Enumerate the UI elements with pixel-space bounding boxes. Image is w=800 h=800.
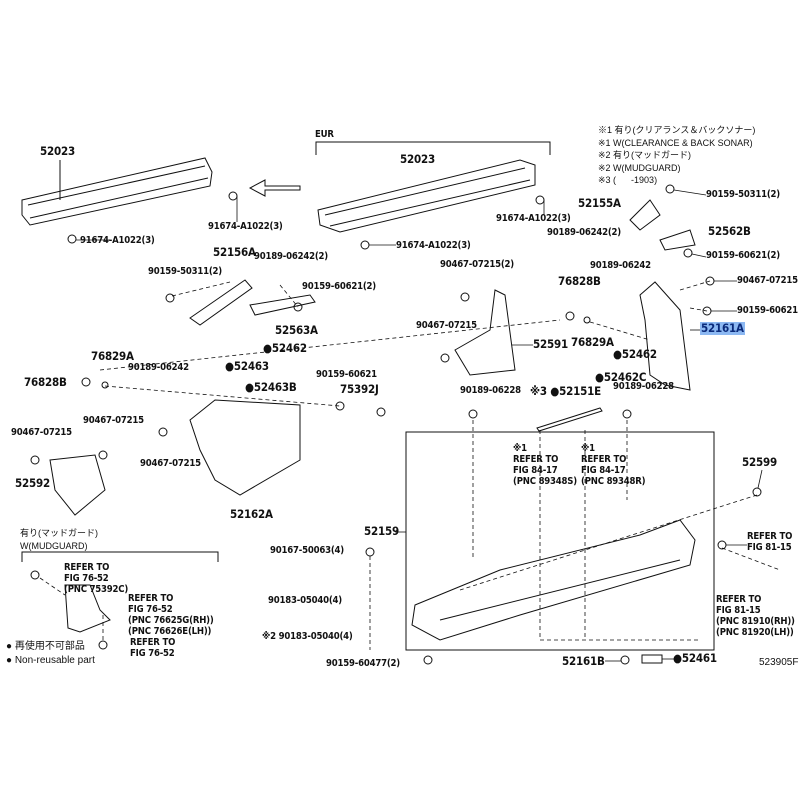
part-label: 90189-06228 xyxy=(613,381,674,392)
part-label: ●52462C xyxy=(595,370,647,384)
part-label-highlighted[interactable]: 52161A xyxy=(700,321,745,335)
part-label: 90189-06242(2) xyxy=(254,251,328,262)
refer-note: REFER TO FIG 81-15 (PNC 81910(RH)) (PNC … xyxy=(716,594,795,638)
part-label: 52156A xyxy=(213,245,256,259)
part-label: 76829A xyxy=(571,335,614,349)
reinforcement-left xyxy=(21,157,213,226)
part-label: 90467-07215 xyxy=(140,458,201,469)
part-label: 90167-50063(4) xyxy=(270,545,344,556)
part-label: 90159-60477(2) xyxy=(326,658,400,669)
part-label: 91674-A1022(3) xyxy=(396,240,471,251)
part-label: 90159-50311(2) xyxy=(706,189,780,200)
bumper-cover-52159 xyxy=(411,519,696,641)
refer-note: REFER TO FIG 76-52 (PNC 75392C) xyxy=(64,562,129,595)
part-label: 52599 xyxy=(742,455,777,469)
eur-bracket xyxy=(315,141,551,155)
refer-note: REFER TO FIG 76-52 (PNC 76625G(RH)) (PNC… xyxy=(128,593,214,637)
part-label: 52592 xyxy=(15,476,50,490)
figure-id: 523905F xyxy=(759,657,799,668)
part-label: 90159-50311(2) xyxy=(148,266,222,277)
part-52162a xyxy=(189,399,301,496)
part-label: ●52463B xyxy=(245,380,297,394)
mudguard xyxy=(64,584,111,633)
part-label: 76828B xyxy=(24,375,67,389)
part-label: 75392J xyxy=(340,382,379,396)
part-label: 52155A xyxy=(578,196,621,210)
part-label: 52159 xyxy=(364,524,399,538)
part-label: 91674-A1022(3) xyxy=(496,213,571,224)
part-label: 90467-07215 xyxy=(83,415,144,426)
bracket-52155a xyxy=(629,199,661,231)
arrow-icon xyxy=(248,179,301,197)
part-label: 52162A xyxy=(230,507,273,521)
part-label: ※2 90183-05040(4) xyxy=(262,631,353,642)
legend-jp-text: 再使用不可部品 xyxy=(14,641,85,652)
refer-note: REFER TO FIG 76-52 xyxy=(130,637,176,659)
legend-notes: ※1 有り(クリアランス＆バックソナー) ※1 W(CLEARANCE & BA… xyxy=(598,125,756,185)
part-label: ●52463 xyxy=(225,359,269,373)
part-52161a xyxy=(639,281,691,391)
part-label: 52562B xyxy=(708,224,751,238)
part-label: 52161B xyxy=(562,654,605,668)
part-label: 90183-05040(4) xyxy=(268,595,342,606)
part-label: 90159-60621(2) xyxy=(706,250,780,261)
part-label: 90467-07215(2) xyxy=(440,259,514,270)
part-52591 xyxy=(454,289,516,376)
legend-en: ● Non-reusable part xyxy=(6,655,95,666)
part-label: 90467-07215 xyxy=(11,427,72,438)
part-label: 91674-A1022(3) xyxy=(208,221,283,232)
legend-jp: ● 再使用不可部品 xyxy=(6,641,85,652)
part-label: 52563A xyxy=(275,323,318,337)
eur-label: EUR xyxy=(315,129,334,140)
bumper-box xyxy=(405,431,715,651)
refer-note: ※1 REFER TO FIG 84-17 (PNC 89348R) xyxy=(581,443,646,487)
part-label: 90189-06228 xyxy=(460,385,521,396)
part-label: 90189-06242 xyxy=(590,260,651,271)
part-label: ●52462 xyxy=(613,347,657,361)
part-label: 90159-60621 xyxy=(316,369,377,380)
part-label: 90189-06242(2) xyxy=(547,227,621,238)
part-label: 76829A xyxy=(91,349,134,363)
part-label: 90159-60621 xyxy=(737,305,798,316)
bracket-52562b xyxy=(659,229,696,251)
part-label: 52023 xyxy=(400,152,435,166)
refer-note: ※1 REFER TO FIG 84-17 (PNC 89348S) xyxy=(513,443,577,487)
part-label: 91674-A1022(3) xyxy=(80,235,155,246)
part-label: ●52462 xyxy=(263,341,307,355)
part-label: 52591 xyxy=(533,337,568,351)
part-label: ※3 ●52151E xyxy=(530,384,601,398)
refer-note: REFER TO FIG 81-15 xyxy=(747,531,793,553)
bracket-52563a xyxy=(249,294,316,316)
part-label: 90189-06242 xyxy=(128,362,189,373)
reinforcement-eur xyxy=(317,159,536,233)
part-label: 52023 xyxy=(40,144,75,158)
mudguard-title-jp: 有り(マッドガード) xyxy=(20,528,98,538)
part-label: 90467-07215 xyxy=(416,320,477,331)
part-label: ●52461 xyxy=(673,651,717,665)
part-label: 90159-60621(2) xyxy=(302,281,376,292)
mudguard-title-en: W(MUDGUARD) xyxy=(20,541,88,551)
part-label: 76828B xyxy=(558,274,601,288)
part-label: 90467-07215 xyxy=(737,275,798,286)
part-52592 xyxy=(49,454,106,516)
legend-en-text: Non-reusable part xyxy=(14,655,95,666)
mudguard-bracket xyxy=(21,551,219,562)
bracket-52156a xyxy=(189,279,253,326)
